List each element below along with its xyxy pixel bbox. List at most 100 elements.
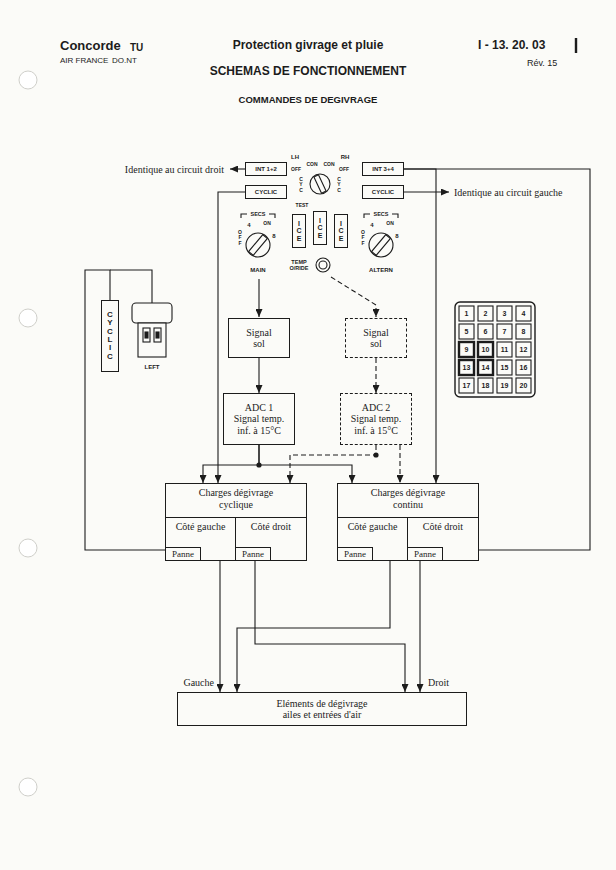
annunciator-cell [478, 342, 493, 357]
label-text: 3 [503, 310, 507, 318]
breaker-symbol [156, 332, 159, 338]
connector [258, 358, 259, 393]
box-text: INT 1+2 [255, 166, 277, 173]
label-text: OFF [339, 167, 349, 173]
breaker-symbol [143, 328, 150, 342]
label-text: 15 [501, 364, 509, 372]
label-text: LH [291, 154, 299, 161]
annunciator-cell [497, 378, 512, 393]
process-box: Signal sol [228, 318, 290, 358]
selector-box: INT 1+2 [245, 162, 287, 176]
breaker-symbol [138, 323, 166, 357]
box-text: Panne [344, 549, 366, 559]
warning-light: ICE [334, 214, 348, 248]
annunciator-cell [516, 306, 531, 321]
side-cell: Côté gauchePanne [165, 517, 236, 561]
box-text: Signal sol [243, 327, 275, 350]
box-text: Signal temp. inf. à 15°C [347, 413, 405, 436]
connector [375, 358, 376, 393]
annunciator-cell [478, 360, 493, 375]
selector-box: INT 3+4 [362, 162, 404, 176]
annunciator-cell [459, 378, 474, 393]
control-line [331, 277, 376, 317]
label-text: 6 [484, 328, 488, 336]
annunciator-cell [497, 360, 512, 375]
box-text: CYCLIC [372, 189, 394, 196]
label-text: 8 [272, 233, 275, 240]
label-text: CON [323, 162, 334, 168]
breaker-symbol [145, 332, 148, 338]
reference-arrow [230, 168, 245, 169]
annunciator-cell [497, 342, 512, 357]
fault-box: Panne [407, 547, 443, 561]
connector [237, 561, 390, 692]
label-text: SECS [374, 211, 389, 217]
process-box: Eléments de dégivrage ailes et entrées d… [177, 692, 467, 726]
box-text: ICE [317, 217, 322, 239]
box-text: Panne [242, 549, 264, 559]
connector [219, 561, 220, 692]
label-text: 19 [501, 382, 509, 390]
annunciator-cell [478, 306, 493, 321]
box-text: Charges dégivrage continu [360, 487, 456, 510]
reference-arrow [404, 191, 449, 192]
box-text: ICE [296, 220, 301, 242]
selector-box: CYCLIC [362, 185, 404, 199]
label-text: 16 [520, 364, 528, 372]
annunciator-cell [516, 378, 531, 393]
annunciator-cell [497, 324, 512, 339]
label-text: ON [263, 221, 271, 227]
label-text: Identique au circuit gauche [454, 187, 563, 198]
label-text: 8 [522, 328, 526, 336]
annunciator-cell [516, 342, 531, 357]
box-text: Charges dégivrage cyclique [188, 487, 284, 510]
label-text: LEFT [145, 364, 160, 371]
label-text: AIR FRANCE [60, 57, 108, 66]
override-button [316, 258, 330, 272]
control-line [258, 279, 259, 317]
label-text: 10 [482, 346, 490, 354]
label-text: ALTERN [369, 267, 393, 274]
connector [203, 445, 259, 483]
fault-box: Panne [337, 547, 373, 561]
punch-hole [19, 71, 37, 89]
cyclic-light: CYCLIC [101, 300, 119, 372]
box-text: Signal sol [360, 327, 392, 350]
annunciator-cell [459, 342, 474, 357]
label-text: I - 13. 20. 03 [478, 39, 545, 52]
box-text: CYCLIC [107, 311, 113, 361]
annunciator-panel [455, 302, 535, 397]
warning-light: ICE [313, 211, 327, 245]
connector [399, 445, 400, 483]
label-text: OFF [291, 167, 301, 173]
fault-box: Panne [235, 547, 271, 561]
box-text: ADC 2 [362, 402, 391, 414]
label-text: CON [306, 162, 317, 168]
side-cell: Côté droitPanne [235, 517, 307, 561]
knob-pointer [372, 235, 391, 256]
label-text: 5 [465, 328, 469, 336]
box-text: Côté gauche [348, 521, 398, 533]
label-text: 2 [484, 310, 488, 318]
selector-box: CYCLIC [245, 185, 287, 199]
label-text: Rév. 15 [527, 59, 557, 69]
wire [110, 270, 152, 303]
punch-hole [19, 778, 37, 796]
connector [85, 270, 165, 550]
annunciator-cell [478, 324, 493, 339]
label-text: TU [130, 42, 143, 53]
group-box: Charges dégivrage continuCôté gauchePann… [337, 483, 479, 561]
timer-knob [246, 233, 270, 257]
label-text: 12 [520, 346, 528, 354]
label-text: SECS [251, 211, 266, 217]
connector [419, 561, 420, 692]
annunciator-cell [478, 378, 493, 393]
box-text: Panne [172, 549, 194, 559]
box-text: Côté droit [423, 521, 463, 533]
label-text: RH [341, 154, 350, 161]
annunciator-cell [516, 360, 531, 375]
box-text: ADC 1 [245, 402, 274, 414]
label-text: MAIN [250, 267, 265, 274]
